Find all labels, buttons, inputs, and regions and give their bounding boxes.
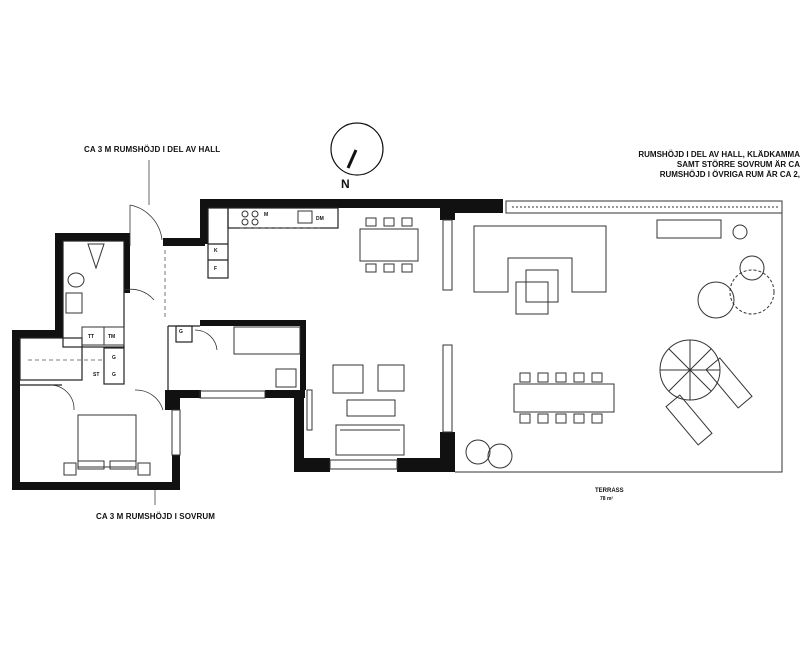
window-east-2 (442, 344, 453, 433)
wall-bedroom-top (12, 330, 63, 338)
plant-1 (729, 269, 775, 315)
wall-bottom-right (397, 458, 455, 472)
nightstand-1 (63, 462, 77, 476)
wall-bedroom-right-low (172, 455, 180, 490)
closet-door (49, 384, 75, 411)
plant-2 (697, 281, 735, 319)
compass-needle (346, 149, 358, 169)
sofa (335, 424, 405, 456)
outdoor-dining-chairs (519, 372, 603, 424)
plant-4 (465, 439, 491, 465)
window-east-1 (442, 219, 453, 291)
armchair-small (275, 368, 297, 388)
room-height-notes: RUMSHÖJD I DEL AV HALL, KLÄDKAMMA SAMT S… (638, 150, 800, 180)
compass-label: N (341, 177, 350, 191)
outdoor-table-1 (525, 269, 559, 303)
wall-bedroom-bottom (12, 482, 180, 490)
sink (65, 292, 83, 314)
wall-living-left (294, 393, 304, 463)
window-small-room (199, 390, 266, 399)
doors (49, 204, 218, 411)
bedroom-door (134, 389, 164, 411)
windows (171, 219, 453, 470)
double-bed (77, 414, 137, 468)
burner (241, 210, 249, 218)
pillow-1 (77, 460, 105, 470)
outdoor-bench (656, 219, 722, 239)
toilet (67, 272, 85, 288)
bedroom-height-note: CA 3 M RUMSHÖJD I SOVRUM (96, 512, 216, 521)
wall-small-room-bottom-left (165, 390, 201, 398)
wall-bedroom-left (12, 330, 20, 490)
hall-height-note: CA 3 M RUMSHÖJD I DEL AV HALL (84, 145, 221, 154)
kitchen-tall-cabinets (207, 207, 229, 279)
label-dm: DM (316, 216, 324, 222)
lounger-2 (665, 394, 713, 446)
wall-bath-right (124, 233, 130, 293)
shower-corner (87, 243, 105, 270)
armchair-2 (377, 364, 405, 392)
dining-chairs (365, 217, 413, 273)
compass-circle (330, 122, 384, 176)
label-tm: TM (108, 334, 116, 340)
room-height-note-3: RUMSHÖJD I ÖVRIGA RUM ÄR CA 2, (659, 170, 800, 179)
storage-g (103, 347, 125, 385)
label-g-1: G (112, 355, 116, 361)
label-tt: TT (88, 334, 95, 340)
wall-bath-top (55, 233, 130, 241)
terrace-area: 78 m² (600, 496, 614, 502)
umbrella-ribs (660, 340, 720, 400)
room-height-note-1: RUMSHÖJD I DEL AV HALL, KLÄDKAMMA (638, 150, 800, 159)
plant-5 (487, 443, 513, 469)
planter-strip (505, 200, 783, 214)
furniture (63, 200, 783, 476)
closet (19, 337, 83, 381)
day-bed (233, 326, 301, 355)
wall-bath-left (55, 233, 63, 333)
tm-box (103, 326, 125, 346)
pillow-2 (109, 460, 137, 470)
small-room-door (194, 329, 218, 351)
terrace-label: TERRASS (595, 488, 624, 494)
inner-walls (19, 207, 339, 390)
storage-g3 (175, 325, 193, 343)
label-st: ST (93, 372, 100, 378)
outdoor-table-2 (515, 281, 549, 315)
coffee-table (346, 399, 396, 417)
label-k: K (214, 248, 218, 254)
wall-small-room-right (300, 320, 306, 390)
wall-kitchen-left (200, 199, 208, 244)
label-g-3: G (179, 329, 183, 335)
wall-top-right (453, 199, 503, 213)
armchair-1 (332, 364, 364, 394)
wall-right-stub (440, 208, 455, 220)
label-f: F (214, 266, 218, 272)
window-bedroom (171, 409, 181, 456)
wall-small-room-top (200, 320, 305, 326)
kitchen-sink (297, 210, 313, 224)
room-height-note-2: SAMT STÖRRE SOVRUM ÄR CA (676, 160, 800, 169)
grill (732, 224, 748, 240)
dining-table (359, 228, 419, 262)
hall-dashes (28, 227, 320, 361)
wall-small-room-bottom-right (265, 390, 305, 398)
terrace-edge (455, 213, 783, 473)
walls (12, 199, 503, 490)
outdoor-dining-table (513, 383, 615, 413)
label-g-2: G (112, 372, 116, 378)
lounger-1 (705, 357, 753, 409)
label-m: M (264, 212, 269, 218)
outdoor-sofa (473, 225, 607, 293)
bathroom (62, 240, 125, 348)
window-south (329, 459, 398, 470)
nightstand-2 (137, 462, 151, 476)
compass (330, 122, 384, 176)
entry-door (129, 204, 163, 246)
plant-3 (739, 255, 765, 281)
bath-door (123, 288, 155, 301)
window-living-west (306, 389, 313, 431)
wall-top (200, 199, 453, 208)
wall-entry-top (163, 238, 205, 246)
